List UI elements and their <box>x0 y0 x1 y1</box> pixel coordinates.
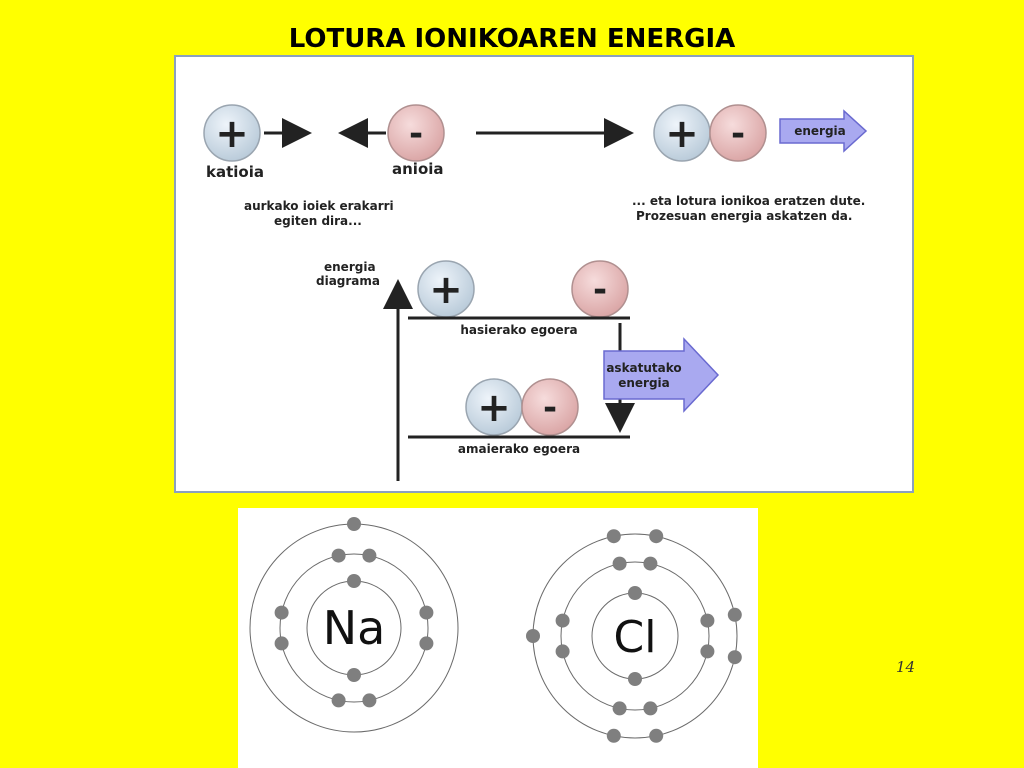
sodium-electron <box>347 574 361 588</box>
chlorine-electron <box>700 613 715 628</box>
cation-label: katioia <box>206 163 264 181</box>
chlorine-electron <box>643 556 658 571</box>
atom-models-panel: Na Cl <box>238 508 758 768</box>
chlorine-electron <box>628 586 642 600</box>
sodium-electron <box>274 636 289 651</box>
final-state-label: amaierako egoera <box>458 442 580 456</box>
chlorine-electron <box>526 629 540 643</box>
chlorine-electron <box>555 613 570 628</box>
sodium-symbol: Na <box>323 601 386 655</box>
svg-text:-: - <box>731 114 745 154</box>
sodium-electron <box>274 605 289 620</box>
sodium-electron <box>331 693 346 708</box>
atom-models-canvas: Na Cl <box>249 517 742 743</box>
minus-sign: - <box>409 114 423 154</box>
chlorine-electron <box>612 556 627 571</box>
chlorine-electron <box>643 701 658 716</box>
sodium-electron <box>347 517 361 531</box>
attraction-text-line1: aurkako ioiek erakarri <box>244 199 394 213</box>
initial-ions: + - <box>417 260 629 318</box>
released-energy-arrow: askatutako energia <box>603 337 720 413</box>
plus-sign: + <box>215 111 249 157</box>
energy-arrow-label: energia <box>794 124 846 138</box>
chlorine-electron <box>628 672 642 686</box>
chlorine-electron <box>555 644 570 659</box>
axis-label-line2: diagrama <box>316 274 380 288</box>
initial-state-label: hasierako egoera <box>460 323 577 337</box>
chlorine-electron <box>649 529 664 544</box>
sodium-electron <box>362 548 377 563</box>
bond-text-line2: Prozesuan energia askatzen da. <box>636 209 852 223</box>
anion-ion: - <box>387 104 445 162</box>
svg-text:+: + <box>429 267 463 313</box>
sodium-electron <box>347 668 361 682</box>
svg-text:+: + <box>477 385 511 431</box>
chlorine-electron <box>649 728 664 743</box>
chlorine-electron <box>606 529 621 544</box>
final-ion-pair: + - <box>465 378 579 436</box>
attraction-text-line2: egiten dira... <box>274 214 362 228</box>
chlorine-electron <box>606 728 621 743</box>
bonded-ion-pair: + - <box>653 104 767 162</box>
diagram-canvas: + katioia - anioia aurkako ioiek erakarr… <box>203 104 868 481</box>
released-energy-label-line1: askatutako <box>606 361 681 375</box>
sodium-atom: Na <box>249 517 459 733</box>
sodium-electron <box>331 548 346 563</box>
chlorine-symbol: Cl <box>614 612 657 663</box>
energy-release-arrow: energia <box>779 109 868 153</box>
page-number: 14 <box>896 658 916 676</box>
svg-text:+: + <box>665 111 699 157</box>
chlorine-electron <box>727 650 742 665</box>
bond-text-line1: ... eta lotura ionikoa eratzen dute. <box>632 194 865 208</box>
svg-text:-: - <box>593 270 607 310</box>
chlorine-electron <box>727 607 742 622</box>
svg-text:-: - <box>543 388 557 428</box>
slide-title: LOTURA IONIKOAREN ENERGIA <box>288 24 736 54</box>
sodium-electron <box>419 636 434 651</box>
chlorine-electron <box>700 644 715 659</box>
chlorine-atom: Cl <box>526 529 742 743</box>
chlorine-electron <box>612 701 627 716</box>
released-energy-label-line2: energia <box>618 376 670 390</box>
axis-label-line1: energia <box>324 260 376 274</box>
ionic-bond-energy-diagram: + katioia - anioia aurkako ioiek erakarr… <box>174 55 914 493</box>
cation-ion: + <box>203 104 261 162</box>
sodium-electron <box>362 693 377 708</box>
sodium-electron <box>419 605 434 620</box>
anion-label: anioia <box>392 160 444 178</box>
